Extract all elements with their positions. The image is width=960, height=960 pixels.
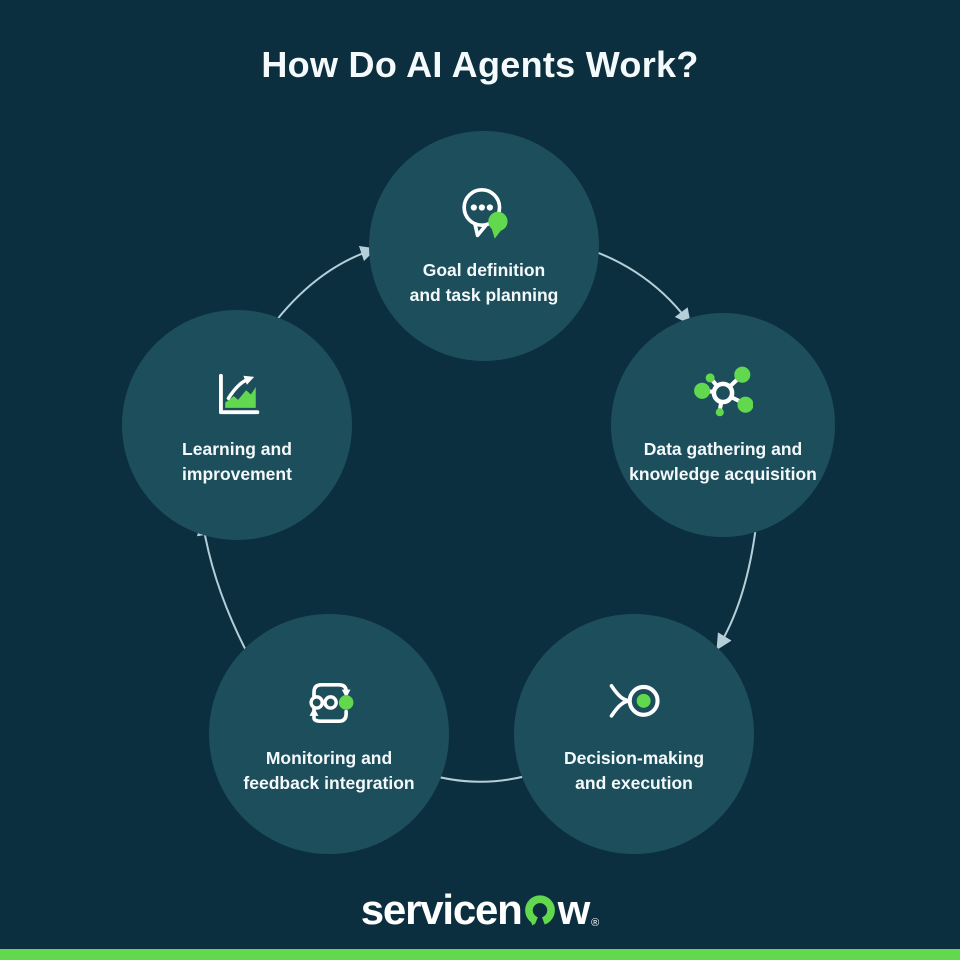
arrow-data-to-decision [716, 517, 758, 651]
infographic-title: How Do AI Agents Work? [261, 44, 699, 85]
step-label: Data gathering and knowledge acquisition [629, 438, 817, 484]
merge-decision-icon [604, 672, 664, 734]
network-nodes-icon [693, 363, 753, 425]
step-circle-monitoring: Monitoring and feedback integration [209, 614, 449, 854]
step-circle-data-gathering: Data gathering and knowledge acquisition [611, 313, 835, 537]
chat-bubbles-icon [454, 184, 514, 246]
logo-text-right: w [557, 886, 591, 933]
step-circle-decision-making: Decision-making and execution [514, 614, 754, 854]
logo-o-mark-icon [524, 895, 555, 927]
step-label: Decision-making and execution [563, 747, 705, 793]
step-label: Learning and improvement [182, 438, 292, 484]
arrow-monitoring-to-learning [196, 519, 254, 665]
bottom-accent-bar [0, 949, 960, 960]
growth-chart-icon [207, 363, 267, 425]
registered-trademark: ® [591, 917, 600, 929]
step-circle-goal-definition: Goal definition and task planning [369, 131, 599, 361]
logo-text-left: servicen [360, 886, 523, 933]
feedback-loop-icon [299, 672, 359, 734]
step-circle-learning: Learning and improvement [122, 310, 352, 540]
step-label: Goal definition and task planning [409, 259, 559, 305]
step-label: Monitoring and feedback integration [243, 747, 415, 793]
servicenow-logo: servicen w ® [0, 886, 960, 934]
